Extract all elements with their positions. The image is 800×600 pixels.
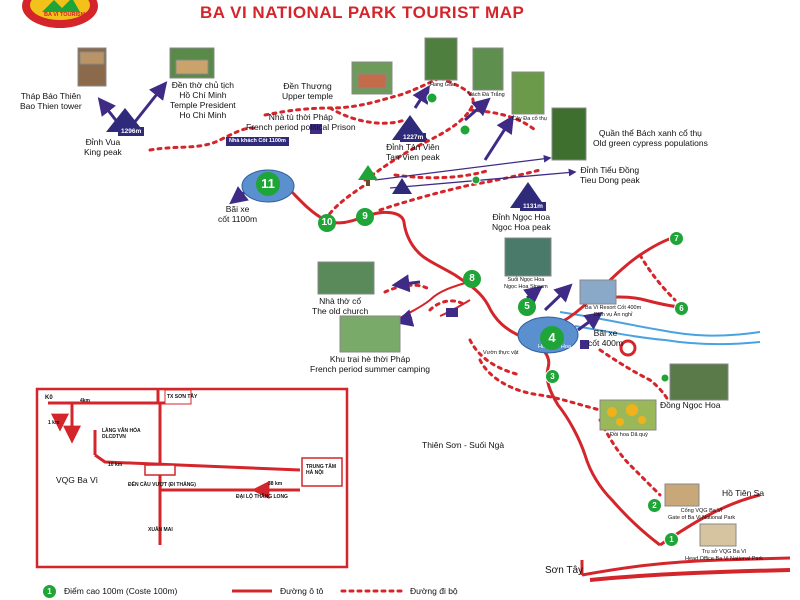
inset-1km: 1 km [48,420,60,426]
camp-marker [446,308,458,317]
road-son-tay [589,568,791,582]
badge-2: 2 [647,498,662,513]
stream-lower [574,325,761,346]
badge-5: 5 [518,298,536,316]
legend-badge: 1 [42,584,57,599]
inset-dai-lo: ĐẠI LỘ THĂNG LONG [236,494,288,500]
parking-p-400 [580,340,589,349]
inset-k0: K0 [45,395,53,401]
inset-den-cau-vuot: ĐẾN CẦU VƯỢT (ĐI THẲNG) [128,482,196,488]
legend-elevation: Điểm cao 100m (Coste 100m) [64,586,178,596]
label-dong-ngoc-hoa: Đồng Ngọc Hoa [660,400,721,410]
inset-xuan-mai: XUÂN MAI [148,527,173,533]
peak-tan-vien-height: 1227m [400,133,427,142]
badge-10: 10 [318,214,336,232]
inset-sontay-box [164,389,192,405]
sight-lines [374,154,577,189]
inset-10km: 10 km [108,462,123,468]
peak-vua-triangle [106,108,144,132]
badge-7: 7 [669,231,684,246]
inset-overpass [144,464,176,476]
dot-markers [426,92,670,383]
label-cay-co-thu: Cây Đa cổ thụ [512,116,547,122]
tree-symbol [358,165,378,186]
flower-dots [607,404,646,426]
guesthouse-sign: Nhà khách Cốt 1100m [226,137,289,146]
parking-ring-400 [619,339,637,357]
inset-vqg: VQG Ba Vì [56,475,99,485]
photo-frames [59,37,737,547]
label-doi-hoa: Đồi hoa Dã quỳ [610,432,648,438]
badge-6: 6 [674,301,689,316]
label-vuon-thuc-vat: Vườn thực vật [483,350,519,356]
label-hang-gau: Hang Gấu [430,82,456,88]
logo-text: BA VI TOURISM [44,12,86,18]
inset-hanoi-box [301,457,343,487]
badge-4: 4 [540,326,564,350]
badge-9: 9 [356,208,374,226]
inset-4km: 4km [80,398,91,404]
peak-tieu-dong-triangle [392,178,412,194]
badge-8: 8 [463,270,481,288]
inset-tx-son-tay: TX SƠN TÂY [167,394,198,400]
legend-trail: Đường đi bộ [410,586,458,596]
peak-ngoc-hoa-height: 1131m [520,202,546,211]
inset-38km: 38 km [268,481,283,487]
logo-emblem [22,0,98,28]
badge-11: 11 [256,172,280,196]
badge-1: 1 [664,532,679,547]
label-ho-tien-sa: Hồ Tiên Sa [722,488,765,498]
label-vach-da-trang: Vách Đá Trắng [468,92,505,98]
label-son-tay: Sơn Tây [545,565,584,576]
map-title: BA VI NATIONAL PARK TOURIST MAP [200,3,525,22]
peak-ngoc-hoa-triangle [510,182,546,208]
peak-vua-height: 1296m [118,127,145,136]
label-thien-son: Thiên Sơn - Suối Ngà [422,440,505,450]
badge-3: 3 [545,369,560,384]
prison-marker [310,124,322,134]
legend-road: Đường ô tô [280,586,324,596]
inset-frame [35,387,349,569]
pointer-arrows [97,81,603,332]
